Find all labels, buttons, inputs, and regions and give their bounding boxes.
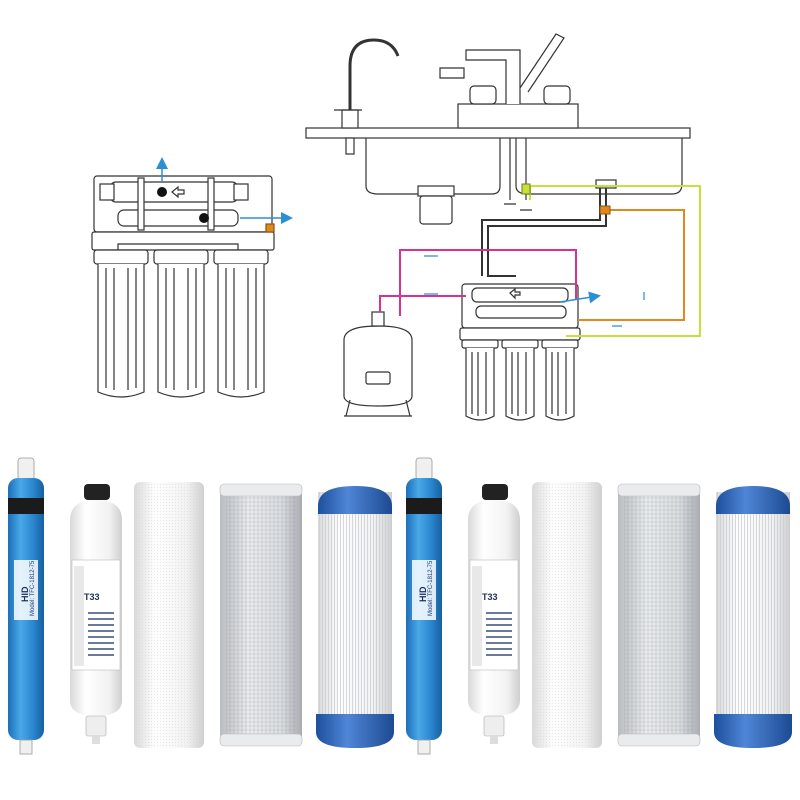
cto-carbon-filter [219, 483, 303, 747]
inline-filter-t33: T33 [70, 484, 122, 744]
ro-system-diagram [91, 175, 275, 398]
gac-filter [714, 486, 792, 748]
gac-filter [316, 486, 394, 748]
cto-carbon-filter [617, 483, 701, 747]
pp-sediment-filter [532, 482, 602, 748]
inline-filter-t33: T33 [468, 484, 520, 744]
membrane-brand-label: HID [20, 586, 30, 602]
membrane-model-label: Model: TFC-1812-75 [30, 560, 36, 616]
inline-filter-model-label: T33 [482, 592, 498, 602]
membrane-model-label: Model: TFC-1812-75 [428, 560, 434, 616]
membrane-brand-label: HID [418, 586, 428, 602]
pp-sediment-filter [134, 482, 204, 748]
flow-arrow-outlet [559, 291, 601, 304]
sink-installation-diagram [305, 33, 691, 421]
inline-filter-model-label: T33 [84, 592, 100, 602]
